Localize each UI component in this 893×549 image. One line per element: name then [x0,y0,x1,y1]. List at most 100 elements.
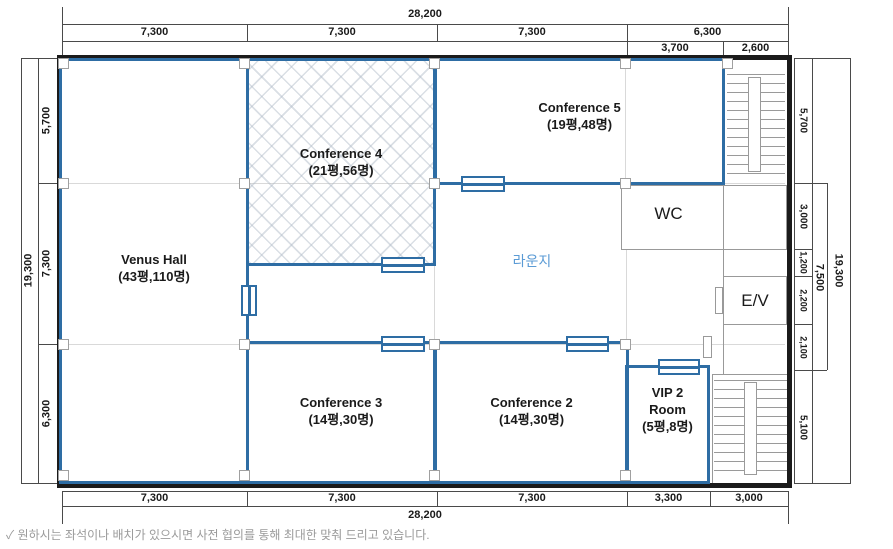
dim-bottom-seg1: 7,300 [140,492,169,504]
room-capacity: (14평,30명) [308,411,374,427]
grid-square [429,470,440,481]
dim-right-seg5: 2,100 [798,336,809,359]
door-conference-2 [566,336,609,352]
dimension-tick [627,41,628,55]
dim-right-seg6: 5,100 [797,414,809,441]
wall-line [712,374,787,375]
label-elevator: E/V [741,291,769,310]
dim-right-seg1: 5,700 [797,107,809,134]
room-name: Conference 2 [490,395,573,410]
grid-square [239,58,250,69]
room-name: VIP 2 [651,385,684,400]
dimension-line [62,506,789,507]
dimension-tick [21,483,57,484]
dimension-tick [794,483,850,484]
room-name: Conference 4 [299,146,383,161]
grid-square [58,470,69,481]
dim-top-total: 28,200 [408,8,442,20]
room-capacity: (19평,48명) [546,116,613,132]
grid-square [620,178,631,189]
dim-top-seg2: 7,300 [328,26,356,38]
dim-left-seg3: 6,300 [40,399,53,428]
dim-top-seg3: 7,300 [518,26,546,38]
room-name: Conference 3 [299,395,383,410]
dimension-line [794,58,795,484]
room-capacity: (14평,30명) [498,411,565,427]
room-venus-hall [59,58,249,484]
stair-rail [744,382,757,475]
label-venus-hall: Venus Hall (43평,110명) [59,252,249,286]
dimension-line [21,58,22,484]
door-conference-4 [381,257,425,273]
dimension-tick [794,58,850,59]
dimension-tick [794,324,812,325]
dim-right-total: 19,300 [832,253,845,288]
dim-extension-line [788,491,789,524]
elevator-door [715,287,723,314]
dimension-tick [723,41,724,55]
dimension-tick [627,491,628,506]
door-vip-2 [658,359,700,375]
dimension-tick [38,344,57,345]
dim-right-seg4: 2,200 [798,289,809,312]
room-wc [621,185,787,250]
door-conference-3 [381,336,425,352]
room-name: Venus Hall [121,252,187,267]
dimension-line [38,58,39,484]
room-name: Conference 5 [538,100,621,115]
dimension-tick [38,183,57,184]
grid-square [58,58,69,69]
footer-note: ✓ 원하시는 좌석이나 배치가 있으시면 사전 협의를 통해 최대한 맞춰 드리… [6,528,430,542]
dimension-tick [437,24,438,41]
dim-top-sub1: 3,700 [661,42,689,54]
dimension-tick [627,24,628,41]
room-conference-5 [434,58,725,185]
wall-line [712,374,713,483]
grid-square [620,470,631,481]
label-conference-4: Conference 4 (21평,56명) [246,146,436,180]
label-conference-5: Conference 5 (19평,48명) [434,100,725,134]
dim-extension-line [62,491,63,524]
dim-extension-line [788,7,789,56]
dimension-tick [437,491,438,506]
label-wc: WC [654,204,683,223]
staircase-lower [714,376,787,481]
grid-square [620,339,631,350]
grid-square [429,178,440,189]
dimension-line [812,58,813,484]
dim-right-seg2: 3,000 [797,203,809,230]
dimension-line [62,491,789,492]
grid-square [620,58,631,69]
grid-square [58,339,69,350]
grid-line [625,60,626,183]
room-capacity: (43평,110명) [118,268,190,284]
room-name: Room [649,401,686,417]
dimension-line [62,24,789,25]
grid-square [239,470,250,481]
door-venus-hall [241,285,257,316]
dimension-line [850,58,851,484]
room-capacity: (5평,8명) [642,418,693,434]
dim-left-seg2: 7,300 [40,249,53,278]
dim-top-sub2: 2,600 [741,42,770,54]
grid-square [429,58,440,69]
dimension-tick [794,249,812,250]
grid-square [58,178,69,189]
grid-square [429,339,440,350]
dimension-tick [710,491,711,506]
dim-top-seg1: 7,300 [140,26,169,38]
grid-line [434,266,435,341]
dim-bottom-seg5: 3,000 [735,492,763,504]
wall-line [723,185,724,250]
dim-bottom-seg4: 3,300 [654,492,683,504]
grid-line [626,250,627,341]
label-vip-2: VIP 2 Room (5평,8명) [625,385,710,436]
dim-top-seg4: 6,300 [693,26,722,38]
dimension-tick [247,491,248,506]
dim-bottom-total: 28,200 [408,509,442,521]
stair-rail [748,77,761,172]
grid-square [722,58,733,69]
grid-square [239,339,250,350]
dim-bottom-seg2: 7,300 [328,492,356,504]
